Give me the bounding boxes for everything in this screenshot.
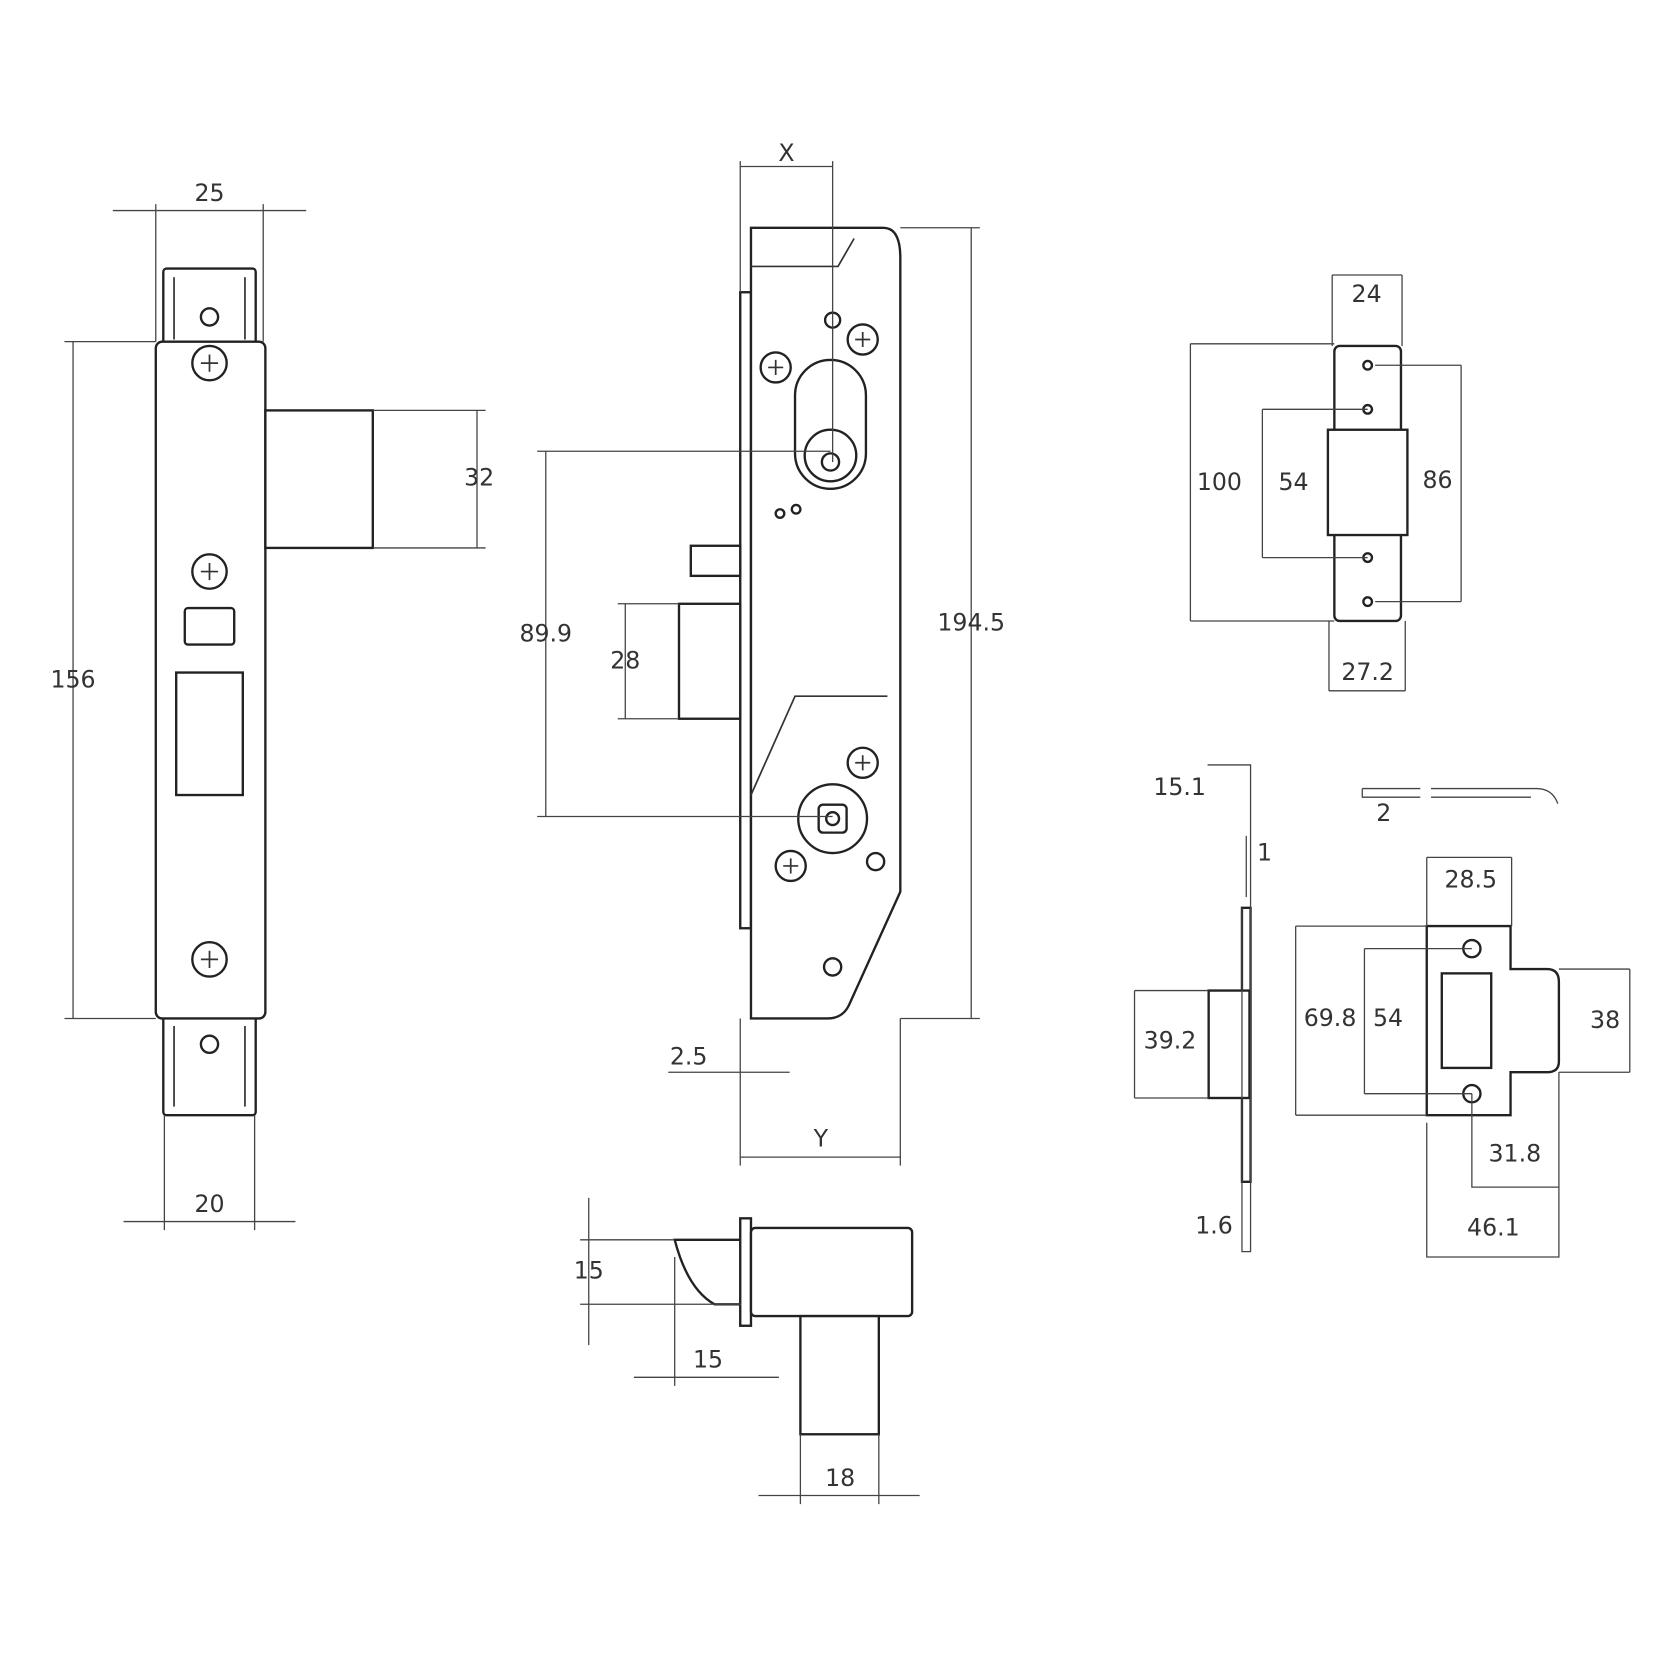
dim-bevel-depth: 15: [693, 1346, 723, 1374]
dim-inner-holes: 54: [1278, 468, 1308, 496]
strike-plate-top: 24 100 54 86 27.2: [1189, 274, 1462, 692]
dim-cylinder-spindle: 89.9: [519, 619, 572, 647]
dim-lip: 1: [1257, 839, 1272, 867]
dim-case-height: 194.5: [937, 609, 1005, 637]
screw-icon: [774, 849, 807, 883]
screw-icon: [759, 351, 792, 384]
dim-thickness: 1.6: [1195, 1211, 1233, 1239]
dim-height: 100: [1197, 468, 1242, 496]
side-view: X 194.5 89.9 28 2.5 Y: [519, 139, 1005, 1166]
dim-outer-holes: 86: [1422, 466, 1452, 494]
dim-bolt-width: 18: [825, 1464, 855, 1492]
dim-height: 15.1: [1153, 773, 1206, 801]
dim-height: 156: [51, 666, 96, 694]
latch-detail: 15 15 18: [574, 1197, 920, 1505]
dim-hole-spacing: 54: [1373, 1004, 1403, 1032]
dim-bevel-height: 15: [574, 1257, 604, 1285]
dim-width-bottom: 20: [194, 1190, 224, 1218]
dim-width-bottom: 27.2: [1341, 658, 1394, 686]
dim-faceplate: 2.5: [670, 1043, 708, 1071]
dim-bend: 2: [1376, 799, 1391, 827]
front-view: 25 156 32 20: [51, 179, 494, 1231]
dim-box-depth: 39.2: [1144, 1027, 1197, 1055]
dim-y: Y: [813, 1124, 829, 1152]
screw-icon: [846, 746, 879, 780]
screw-icon: [191, 553, 228, 590]
dim-width-top: 28.5: [1444, 865, 1497, 893]
screw-icon: [191, 344, 228, 382]
screw-icon: [846, 323, 879, 356]
dim-height: 69.8: [1304, 1004, 1357, 1032]
dim-tongue-height: 38: [1590, 1006, 1620, 1034]
dim-bolt-height: 32: [464, 464, 494, 492]
dim-width-total: 46.1: [1467, 1214, 1520, 1242]
strike-plate-bottom: 28.5 69.8 54 38 31.8 46.1: [1295, 856, 1631, 1258]
strike-side-view: 15.1 1 39.2 1.6 2: [1133, 764, 1559, 1253]
dim-x: X: [778, 139, 794, 167]
dim-width-top: 24: [1352, 280, 1382, 308]
dim-latch-height: 28: [610, 646, 640, 674]
dim-width-top: 25: [194, 179, 224, 207]
dim-width-partial: 31.8: [1489, 1139, 1542, 1167]
screw-icon: [191, 941, 228, 978]
